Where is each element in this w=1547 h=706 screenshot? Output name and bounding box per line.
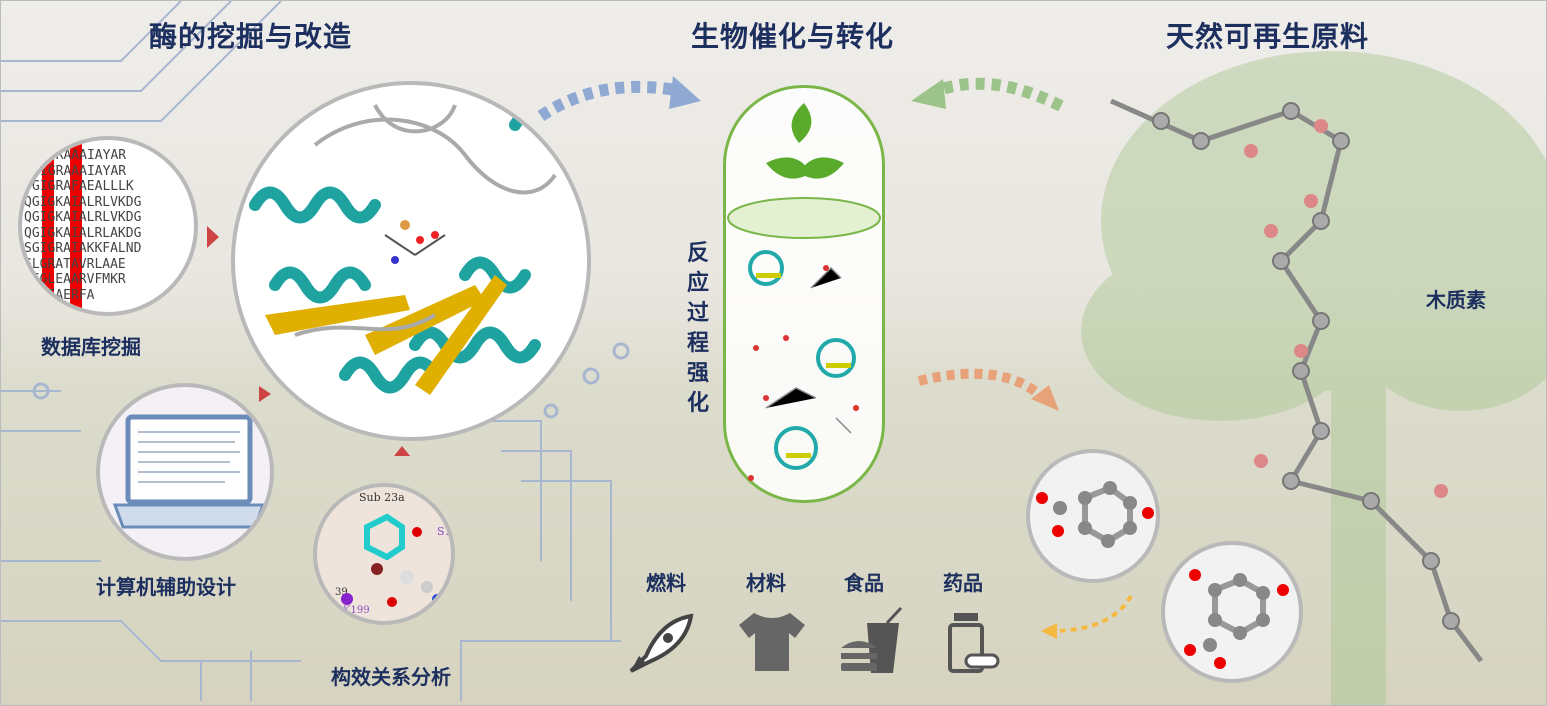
laptop-icon	[112, 414, 266, 529]
product-label: 燃料	[646, 571, 686, 595]
protein-ribbon	[249, 104, 557, 395]
molecule-circle-vanillic	[1161, 541, 1303, 683]
residue-label: 39	[335, 587, 348, 598]
sequence-row: GRAIAERFA	[24, 287, 95, 303]
reactor-content	[727, 103, 881, 481]
structure-activity-circle: Sub 23a S18 39 K199	[313, 483, 455, 625]
protein-structure-circle	[231, 81, 591, 441]
computer-design-circle	[96, 383, 274, 561]
product-label: 材料	[746, 571, 786, 595]
title-feedstock: 天然可再生原料	[1166, 20, 1370, 53]
label-process: 反应过程强化	[686, 241, 709, 416]
sequence-row: QGIGKAIALRLVKDG	[24, 194, 142, 210]
residue-label: S18	[437, 525, 452, 538]
tree-silhouette	[1081, 51, 1546, 705]
title-enzyme: 酶的挖掘与改造	[149, 20, 353, 53]
conserved-column	[70, 140, 82, 312]
label-computer: 计算机辅助设计	[96, 575, 236, 599]
ligand-model	[341, 513, 442, 607]
ball-stick-molecule	[1036, 481, 1154, 548]
product-label: 药品	[943, 571, 983, 595]
sequence-row: GLGRATAVRLAAE	[24, 256, 126, 272]
label-structure: 构效关系分析	[331, 665, 451, 689]
sequence-row: IGRAAAIAYAR	[40, 163, 127, 179]
ball-stick-molecule	[1184, 569, 1289, 669]
molecule-circle-hydroxybenzoic	[1026, 449, 1160, 583]
residue-label: K199	[343, 605, 370, 616]
sequence-row: QGIGKAIALRLAKDG	[24, 225, 142, 241]
label-database: 数据库挖掘	[41, 335, 141, 359]
sequence-row: GIGRAFAEALLLK	[32, 179, 134, 194]
sequence-row: SGIGRAIAKKFALND	[24, 241, 142, 256]
substrate-label: Sub 23a	[359, 491, 405, 504]
sequence-row: IGRAAAIAYAR	[40, 148, 127, 163]
product-label: 食品	[844, 571, 884, 595]
sequence-row: QGIGKAIALRLVKDG	[24, 210, 142, 225]
label-lignin: 木质素	[1426, 288, 1486, 312]
recycle-leaf-icon	[766, 103, 844, 179]
sequence-row: GIGLEAARVFMKR	[24, 272, 126, 287]
title-biocatalysis: 生物催化与转化	[691, 20, 895, 53]
reactor-vessel	[723, 85, 885, 503]
conserved-column	[42, 140, 54, 312]
